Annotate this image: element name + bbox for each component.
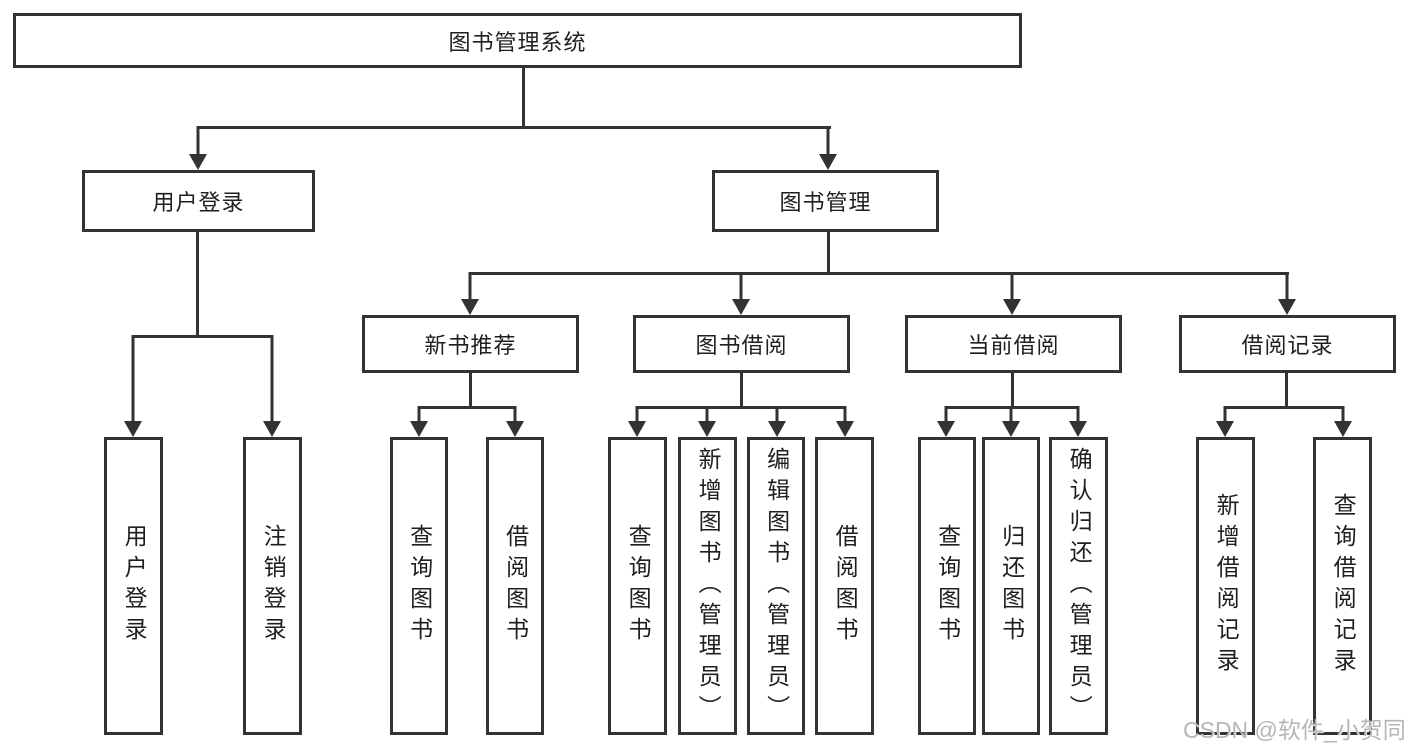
- leaf-query-borrow-record-label: 查询借阅记录: [1330, 493, 1357, 679]
- node-new-book-recommend: 新书推荐: [362, 315, 579, 373]
- connector-root-stub: [522, 68, 525, 126]
- connector-book-borrow-hline: [636, 406, 846, 409]
- leaf-query-books-recommend-label: 查询图书: [406, 524, 433, 648]
- leaf-logout: 注销登录: [243, 437, 302, 735]
- connector-new-book-stub: [469, 373, 472, 406]
- leaf-edit-book-admin-label: 编辑图书（管理员）: [763, 446, 790, 726]
- leaf-query-books-recommend: 查询图书: [390, 437, 448, 735]
- connector-root-hline: [197, 126, 831, 129]
- leaf-query-books-current-label: 查询图书: [934, 524, 961, 648]
- arrow-down-icon: [263, 335, 281, 437]
- connector-new-book-hline: [418, 406, 516, 409]
- arrow-down-icon: [189, 126, 207, 170]
- node-root-label: 图书管理系统: [448, 29, 587, 55]
- connector-borrow-records-hline: [1224, 406, 1344, 409]
- arrow-down-icon: [768, 406, 786, 437]
- leaf-add-book-admin-label: 新增图书（管理员）: [695, 446, 722, 726]
- node-book-management: 图书管理: [712, 170, 939, 232]
- connector-book-borrow-stub: [740, 373, 743, 406]
- node-new-book-recommend-label: 新书推荐: [424, 333, 517, 358]
- node-current-borrow: 当前借阅: [905, 315, 1122, 373]
- node-book-borrow-label: 图书借阅: [695, 333, 788, 358]
- connector-book-mgmt-hline: [469, 272, 1289, 275]
- leaf-logout-label: 注销登录: [260, 524, 287, 648]
- node-root: 图书管理系统: [13, 13, 1022, 68]
- leaf-borrow-books-label: 借阅图书: [832, 524, 859, 648]
- leaf-borrow-books: 借阅图书: [815, 437, 874, 735]
- arrow-down-icon: [1334, 406, 1352, 437]
- node-user-login-label: 用户登录: [152, 190, 245, 215]
- arrow-down-icon: [628, 406, 646, 437]
- arrow-down-icon: [732, 272, 750, 315]
- node-borrow-records: 借阅记录: [1179, 315, 1396, 373]
- connector-user-login-stub: [196, 232, 199, 335]
- arrow-down-icon: [410, 406, 428, 437]
- leaf-add-book-admin: 新增图书（管理员）: [678, 437, 737, 735]
- node-book-management-label: 图书管理: [779, 190, 872, 215]
- leaf-add-borrow-record-label: 新增借阅记录: [1213, 493, 1240, 679]
- arrow-down-icon: [937, 406, 955, 437]
- leaf-confirm-return-admin-label: 确认归还（管理员）: [1066, 446, 1093, 726]
- watermark: CSDN @软件_小贺同学: [1183, 717, 1405, 743]
- leaf-borrow-books-recommend-label: 借阅图书: [502, 524, 529, 648]
- leaf-borrow-books-recommend: 借阅图书: [486, 437, 544, 735]
- node-current-borrow-label: 当前借阅: [967, 333, 1060, 358]
- leaf-edit-book-admin: 编辑图书（管理员）: [747, 437, 805, 735]
- arrow-down-icon: [461, 272, 479, 315]
- node-user-login: 用户登录: [82, 170, 315, 232]
- arrow-down-icon: [1069, 406, 1087, 437]
- leaf-user-login: 用户登录: [104, 437, 163, 735]
- node-book-borrow: 图书借阅: [633, 315, 850, 373]
- connector-book-mgmt-stub: [827, 232, 830, 272]
- arrow-down-icon: [506, 406, 524, 437]
- leaf-return-book-label: 归还图书: [998, 524, 1025, 648]
- arrow-down-icon: [1216, 406, 1234, 437]
- leaf-query-books-borrow-label: 查询图书: [625, 524, 652, 648]
- arrow-down-icon: [1002, 406, 1020, 437]
- leaf-return-book: 归还图书: [982, 437, 1040, 735]
- node-borrow-records-label: 借阅记录: [1241, 333, 1334, 358]
- leaf-query-books-current: 查询图书: [918, 437, 976, 735]
- leaf-query-borrow-record: 查询借阅记录: [1313, 437, 1372, 735]
- arrow-down-icon: [1278, 272, 1296, 315]
- arrow-down-icon: [1003, 272, 1021, 315]
- arrow-down-icon: [819, 126, 837, 170]
- arrow-down-icon: [836, 406, 854, 437]
- connector-borrow-records-stub: [1285, 373, 1288, 406]
- arrow-down-icon: [698, 406, 716, 437]
- connector-user-login-hline: [132, 335, 273, 338]
- leaf-user-login-label: 用户登录: [121, 524, 148, 648]
- leaf-add-borrow-record: 新增借阅记录: [1196, 437, 1255, 735]
- connector-current-borrow-stub: [1011, 373, 1014, 406]
- leaf-query-books-borrow: 查询图书: [608, 437, 667, 735]
- leaf-confirm-return-admin: 确认归还（管理员）: [1049, 437, 1108, 735]
- arrow-down-icon: [124, 335, 142, 437]
